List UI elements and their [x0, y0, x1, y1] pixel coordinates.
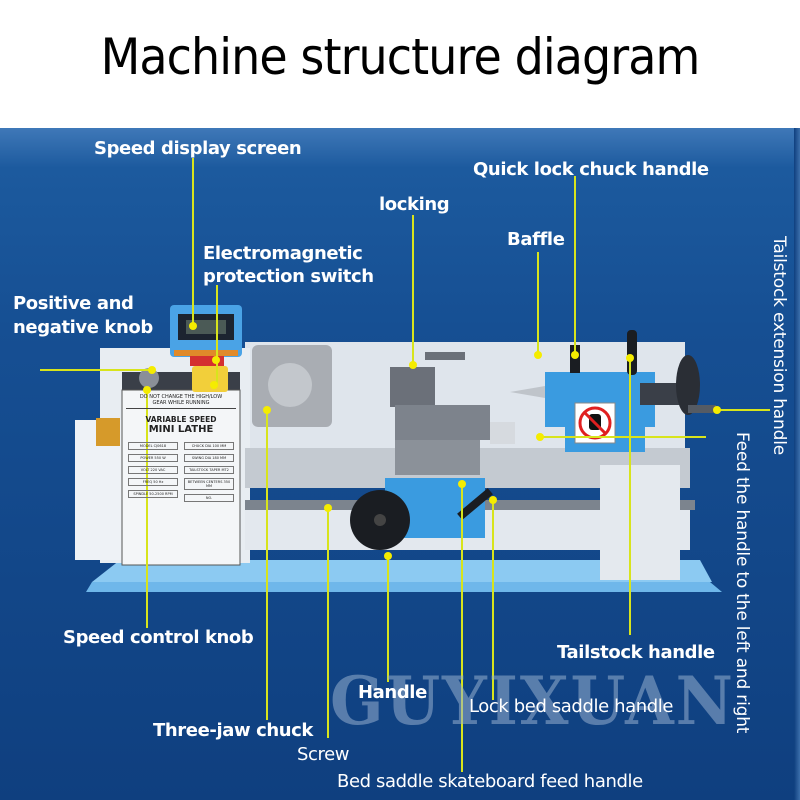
plate-heading-2: MINI LATHE	[148, 424, 214, 435]
handwheel-hub	[374, 514, 386, 526]
front-panel	[121, 389, 241, 566]
no-hand-sign-slash	[582, 410, 608, 436]
label-positive-negative-1: Positive and	[13, 293, 134, 314]
spec-right: TAILSTOCK TAPER MT2	[184, 466, 234, 474]
tool-post-handle	[425, 352, 465, 360]
spec-left: VOLT 220 VAC	[128, 466, 178, 474]
tailstock-extension-handle-rod	[688, 405, 716, 413]
tool-post	[390, 367, 435, 407]
marker-lock-bed-saddle	[489, 496, 497, 504]
right-support	[600, 465, 680, 580]
saddle-lock-handle	[457, 488, 493, 520]
marker-baffle	[534, 351, 542, 359]
page-title: Machine structure diagram	[100, 28, 701, 86]
label-tailstock-extension-handle: Tailstock extension handle	[769, 236, 789, 455]
marker-positive-negative	[148, 366, 156, 374]
title-band	[0, 0, 800, 128]
marker-bed-saddle	[458, 480, 466, 488]
control-orange-strip	[174, 350, 238, 356]
spec-right: SWING DIA 180 MM	[184, 454, 234, 462]
label-speed-display-screen: Speed display screen	[94, 138, 302, 159]
machine-plate: DO NOT CHANGE THE HIGH/LOW GEAR WHILE RU…	[126, 394, 236, 506]
em-switch-yellow	[192, 366, 228, 392]
spec-left: MODEL CJ0618	[128, 442, 178, 450]
tailstock-handle-post	[627, 330, 637, 375]
label-bed-saddle-skateboard-feed-handle: Bed saddle skateboard feed handle	[337, 771, 643, 792]
spec-right: BETWEEN CENTERS 350 MM	[184, 478, 234, 490]
marker-em-switch-2	[210, 381, 218, 389]
label-tailstock-handle: Tailstock handle	[557, 642, 715, 663]
base-plate	[86, 582, 722, 592]
spec-left: POWER 550 W	[128, 454, 178, 462]
base-plate-top	[92, 560, 712, 582]
spec-left: FREQ 50 Hz	[128, 478, 178, 486]
marker-tailstock-handle	[626, 354, 634, 362]
marker-em-switch	[212, 356, 220, 364]
label-three-jaw-chuck: Three-jaw chuck	[153, 720, 314, 741]
marker-three-jaw-chuck	[263, 406, 271, 414]
plate-specs-left: MODEL CJ0618 POWER 550 W VOLT 220 VAC FR…	[126, 438, 180, 506]
spec-right: NO.	[184, 494, 234, 502]
marker-tailstock-extension	[713, 406, 721, 414]
label-lock-bed-saddle-handle: Lock bed saddle handle	[469, 696, 674, 717]
label-handle: Handle	[358, 682, 427, 703]
label-electromagnetic-2: protection switch	[203, 266, 374, 287]
spec-right: CHUCK DIA 100 MM	[184, 442, 234, 450]
em-switch-red	[190, 356, 224, 366]
marker-speed-control	[143, 386, 151, 394]
label-locking: locking	[379, 194, 450, 215]
spec-left: SPINDLE 50-2500 RPM	[128, 490, 178, 498]
label-quick-lock-chuck-handle: Quick lock chuck handle	[473, 159, 709, 180]
tailstock-ram	[490, 422, 515, 444]
label-electromagnetic-1: Electromagnetic	[203, 243, 363, 264]
plate-heading-1: VARIABLE SPEED	[145, 415, 217, 424]
label-feed-handle-left-right: Feed the handle to the left and right	[732, 432, 752, 734]
tailstock-handwheel	[676, 355, 700, 415]
marker-locking	[409, 361, 417, 369]
marker-screw	[324, 504, 332, 512]
plate-warning-1: DO NOT CHANGE THE HIGH/LOW	[139, 394, 223, 400]
saddle	[395, 440, 480, 475]
chuck-face	[268, 363, 312, 407]
label-baffle: Baffle	[507, 229, 565, 250]
tailstock-quill	[640, 383, 680, 405]
marker-quick-lock	[571, 351, 579, 359]
warning-sticker	[96, 418, 120, 446]
watermark: GUYIXUAN	[330, 662, 735, 740]
marker-feed-left-right	[536, 433, 544, 441]
plate-warning-2: GEAR WHILE RUNNING	[126, 400, 236, 409]
plate-specs: MODEL CJ0618 POWER 550 W VOLT 220 VAC FR…	[126, 438, 236, 506]
label-positive-negative-2: negative knob	[13, 317, 153, 338]
label-screw: Screw	[297, 744, 350, 765]
cross-slide	[395, 405, 490, 440]
plate-specs-right: CHUCK DIA 100 MM SWING DIA 180 MM TAILST…	[182, 438, 236, 506]
panel-edge	[794, 128, 800, 800]
label-speed-control-knob: Speed control knob	[63, 627, 254, 648]
marker-speed-display	[189, 322, 197, 330]
tailstock-center	[510, 386, 545, 398]
marker-handle	[384, 552, 392, 560]
